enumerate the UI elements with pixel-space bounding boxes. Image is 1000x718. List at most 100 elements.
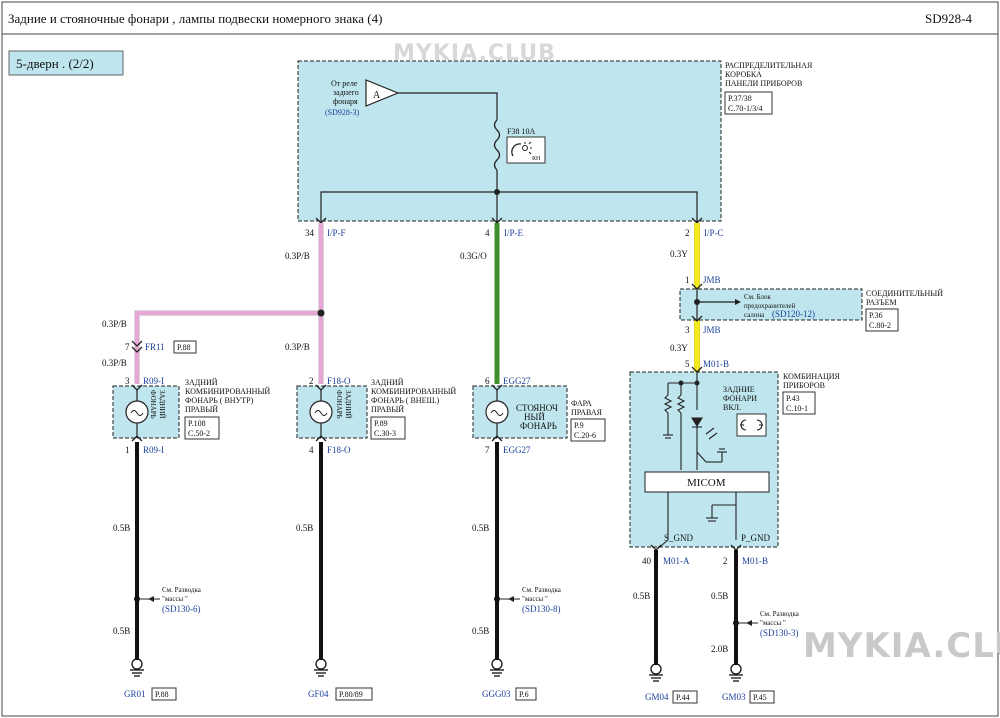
- wire-gm04: 0.5B: [633, 591, 650, 601]
- ipb-bus-wire: [320, 191, 698, 222]
- lamp2-inner-1: ЗАДНИЙ: [344, 390, 352, 419]
- conn-jmb-1: JMB: [703, 275, 721, 285]
- diagram-title: Задние и стояночные фонари , лампы подве…: [8, 11, 382, 26]
- ipb-ref-1: P.37/38: [728, 94, 752, 103]
- indicator-icon-box: [736, 413, 767, 437]
- lamp3-bot-chevron: [491, 435, 503, 442]
- ggg03-ref-box: [515, 687, 537, 701]
- tail-lamp-indicator-icon: [740, 419, 763, 431]
- conn-r09i-bot: R09-I: [143, 445, 164, 455]
- ground-gm03: GM03: [722, 692, 746, 702]
- lamp2-ref-1: P.89: [374, 419, 388, 428]
- gnd-note3-ref: (SD130-3): [760, 628, 799, 638]
- cluster-circuit: [663, 372, 737, 540]
- pink-splice: [317, 309, 325, 317]
- pin-7b: 7: [485, 445, 490, 455]
- cluster-splice-2: [694, 380, 700, 386]
- variant-label: 5-дверн . (2/2): [16, 56, 94, 71]
- sgnd-jog: [655, 539, 669, 551]
- fuse-label: F38 10A: [507, 127, 535, 136]
- p-gnd-label: P_GND: [741, 533, 771, 543]
- lamp3-ref-box: [570, 418, 606, 442]
- ground-ggg03: GGG03: [482, 689, 511, 699]
- relay-text-1: От реле: [331, 79, 358, 88]
- wire-fr-bot: 0.3P/B: [102, 358, 127, 368]
- wire-ggg-top: 0.5B: [472, 523, 489, 533]
- pin-7: 7: [125, 342, 130, 352]
- lamp1-bot-chevron: [131, 435, 143, 442]
- gnd-note1-2: "массы ": [162, 595, 188, 603]
- wire-gr-top: 0.5B: [113, 523, 130, 533]
- conn-jmb-2: JMB: [703, 325, 721, 335]
- lamp3-inner-3: ФОНАРЬ: [520, 421, 557, 431]
- lamp2-inner-2: ФОНАРЬ: [335, 390, 343, 419]
- cluster-ref-box: [782, 391, 816, 415]
- pin-1b: 1: [125, 445, 130, 455]
- ground-wires: [135, 442, 738, 665]
- ipb-ref-box: [724, 91, 773, 115]
- fr11-chevrons: [131, 340, 143, 353]
- pin-2c: 2: [723, 556, 728, 566]
- wire-ipc: 0.3Y: [670, 249, 688, 259]
- jmb-ref-box: [865, 308, 899, 332]
- ground-gf04-ref: P.80/89: [339, 690, 363, 699]
- fr11-ref-box: [173, 340, 197, 354]
- gnd-note1-1: См. Разводка: [162, 586, 202, 594]
- gm03-ref-box: [749, 690, 775, 704]
- headlight-switch-icon: [511, 141, 532, 157]
- lamp1-label-4: ПРАВЫЙ: [185, 405, 218, 414]
- jmb-note-1: См. Блок: [744, 293, 772, 301]
- jmb-ref-1: P.36: [869, 311, 883, 320]
- jmb-box: [679, 288, 863, 321]
- lamp3-filament: [490, 410, 504, 416]
- conn-r09i-top: R09-I: [143, 376, 164, 386]
- wire-fr-top: 0.3P/B: [102, 319, 127, 329]
- micom-box: [644, 471, 770, 493]
- pin-4b: 4: [309, 445, 314, 455]
- ground-gf04: GF04: [308, 689, 329, 699]
- lamp2-label-3: ФОНАРЬ ( ВНЕШ.): [371, 396, 440, 405]
- indicator-label-1: ЗАДНИЕ: [723, 385, 755, 394]
- fr11-ref: P.88: [177, 343, 191, 352]
- lamp1-ref-1: P.108: [188, 419, 206, 428]
- gnd-note3-1: См. Разводка: [760, 610, 800, 618]
- header-bar: [1, 1, 999, 35]
- cluster-ref-1: P.43: [786, 394, 800, 403]
- lamp2-ref-2: C.30-3: [374, 429, 396, 438]
- lamp1-ref-2: C.50-2: [188, 429, 210, 438]
- pin-4a: 4: [485, 228, 490, 238]
- lamp2-label-4: ПРАВЫЙ: [371, 405, 404, 414]
- lamp1-filament: [130, 410, 144, 416]
- ground-gm03-ref: P.45: [753, 693, 767, 702]
- gnd-note1-arrow: [148, 596, 154, 602]
- pink-wire: [134, 223, 324, 384]
- pin-40: 40: [642, 556, 652, 566]
- micom-label: MICOM: [687, 477, 726, 489]
- lamp3-label-1: ФАРА: [571, 399, 592, 408]
- lamp2-label-2: КОМБИНИРОВАННЫЙ: [371, 387, 456, 396]
- relay-ref: (SD928-3): [325, 108, 360, 117]
- ground-gm04-ref: P.44: [676, 693, 690, 702]
- lamp1-label-2: КОМБИНИРОВАННЫЙ: [185, 387, 270, 396]
- ipb-title-2: КОРОБКА: [725, 70, 762, 79]
- gr01-ref-box: [151, 687, 177, 701]
- relay-text-2: заднего: [333, 88, 359, 97]
- pin-5: 5: [685, 359, 690, 369]
- ground-gm04: GM04: [645, 692, 669, 702]
- lamp3-ref-1: P.9: [574, 421, 584, 430]
- lamp3-inner-1: СТОЯНОЧ: [516, 403, 558, 413]
- lamp2-filament: [314, 410, 328, 416]
- jmb-note-ref: (SD120-12): [772, 309, 815, 319]
- lamp1-label-1: ЗАДНИЙ: [185, 378, 218, 387]
- ground-ggg03-ref: P.6: [519, 690, 529, 699]
- ipb-ref-2: C.70-1/3/4: [728, 104, 762, 113]
- cluster-splice-1: [678, 380, 684, 386]
- conn-f18o-bot: F18-O: [327, 445, 351, 455]
- lamp2-bulb-icon: [309, 400, 333, 424]
- conn-ipc: I/P-C: [704, 228, 724, 238]
- ground-symbol-icons: [130, 658, 743, 682]
- ground-gr01-ref: P.88: [155, 690, 169, 699]
- lamp2-bot-chevron: [315, 435, 327, 442]
- cluster-title-2: ПРИБОРОВ: [783, 381, 825, 390]
